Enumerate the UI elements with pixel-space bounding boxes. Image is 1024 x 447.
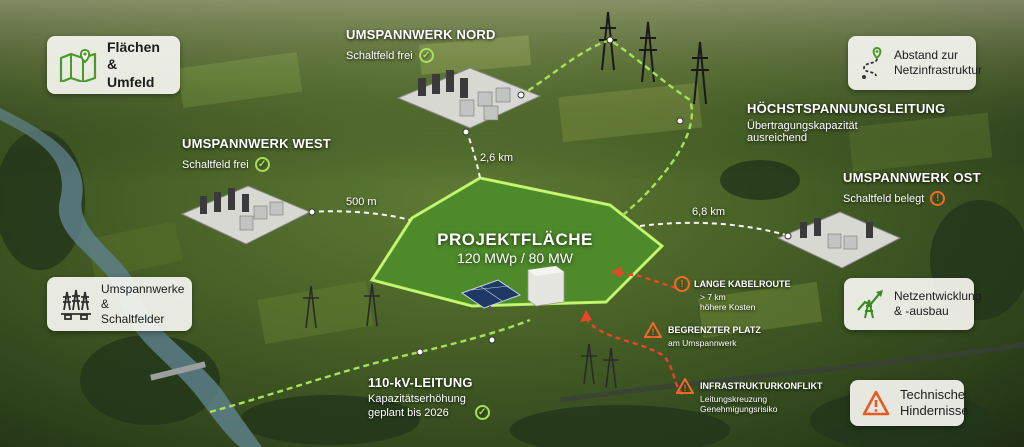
kv110-line2: geplant bis 2026 bbox=[368, 406, 449, 419]
risk-kabelroute-line1: > 7 km bbox=[700, 292, 726, 302]
solar-panel bbox=[460, 279, 522, 314]
substation-nord-title: UMSPANNWERK NORD bbox=[346, 27, 496, 42]
svg-text:!: ! bbox=[652, 327, 655, 337]
substation-ost-label: UMSPANNWERK OST Schaltfeld belegt ! bbox=[843, 170, 981, 206]
hoechstspannung-title: HÖCHSTSPANNUNGSLEITUNG bbox=[747, 101, 946, 116]
risk-platz: ! BEGRENZTER PLATZ am Umspannwerk bbox=[644, 322, 761, 348]
pylons-bottom bbox=[303, 283, 619, 389]
risk-platz-title: BEGRENZTER PLATZ bbox=[668, 325, 761, 335]
substation-icon bbox=[59, 288, 93, 320]
check-icon: ✓ bbox=[418, 48, 434, 63]
substation-nord-label: UMSPANNWERK NORD Schaltfeld frei ✓ bbox=[346, 27, 496, 63]
route-konflikt bbox=[584, 317, 685, 397]
route-west bbox=[309, 210, 411, 221]
card-flaechen-line1: Flächen & bbox=[107, 38, 160, 73]
pylons-top bbox=[599, 11, 709, 105]
route-icon bbox=[860, 46, 886, 80]
card-hindernisse[interactable]: Technische Hindernisse bbox=[850, 380, 969, 426]
card-flaechen-line2: Umfeld bbox=[107, 73, 155, 90]
risk-kabelroute: ! LANGE KABELROUTE > 7 km höhere Kosten bbox=[674, 276, 791, 312]
risk-kabelroute-line2: höhere Kosten bbox=[700, 302, 756, 312]
distance-ost: 6,8 km bbox=[692, 206, 726, 218]
risk-platz-line1: am Umspannwerk bbox=[668, 338, 737, 348]
project-capacity: 120 MWp / 80 MW bbox=[457, 250, 573, 266]
risk-konflikt: ! INFRASTRUKTURKONFLIKT Leitungskreuzung… bbox=[676, 378, 822, 414]
risk-kabelroute-title: LANGE KABELROUTE bbox=[694, 279, 791, 289]
substation-west-label: UMSPANNWERK WEST Schaltfeld frei ✓ bbox=[182, 136, 331, 172]
card-umspannwerke-line2: Schaltfelder bbox=[101, 311, 165, 326]
card-abstand[interactable]: Abstand zur Netzinfrastruktur bbox=[848, 36, 982, 90]
distance-west: 500 m bbox=[346, 196, 377, 208]
card-netzentwicklung-line2: & -ausbau bbox=[894, 304, 949, 318]
substation-west-status: Schaltfeld frei bbox=[182, 158, 249, 171]
warning-circle-icon: ! bbox=[930, 191, 946, 206]
distance-nord: 2,6 km bbox=[480, 152, 514, 164]
warning-triangle-icon: ! bbox=[676, 378, 694, 394]
kv110-title: 110-kV-LEITUNG bbox=[368, 375, 473, 390]
check-icon: ✓ bbox=[474, 405, 490, 420]
risk-konflikt-line1: Leitungskreuzung bbox=[700, 394, 768, 404]
card-netzentwicklung-line1: Netzentwicklung bbox=[894, 289, 982, 303]
card-netzentwicklung[interactable]: Netzentwicklung & -ausbau bbox=[844, 278, 981, 330]
hoechstspannung-line1: Übertragungskapazität bbox=[747, 120, 858, 132]
substation-nord-status: Schaltfeld frei bbox=[346, 49, 413, 62]
risk-konflikt-line2: Genehmigungsrisiko bbox=[700, 404, 778, 414]
hoechstspannung-label: HÖCHSTSPANNUNGSLEITUNG Übertragungskapaz… bbox=[747, 101, 945, 144]
hoechstspannung-line2: ausreichend bbox=[747, 132, 807, 144]
map-pin-icon bbox=[59, 48, 97, 82]
substation-ost[interactable] bbox=[776, 211, 902, 269]
card-abstand-line2: Netzinfrastruktur bbox=[894, 63, 983, 77]
project-title: PROJEKTFLÄCHE bbox=[437, 230, 593, 249]
warning-icon bbox=[862, 390, 890, 416]
inverter-container bbox=[527, 265, 565, 307]
substation-nord[interactable] bbox=[396, 67, 542, 129]
warning-triangle-icon: ! bbox=[644, 322, 662, 338]
kv110-label: 110-kV-LEITUNG Kapazitätserhöhung geplan… bbox=[368, 375, 490, 420]
substation-ost-title: UMSPANNWERK OST bbox=[843, 170, 981, 185]
warning-circle-icon: ! bbox=[674, 276, 690, 292]
kv110-line1: Kapazitätserhöhung bbox=[368, 393, 466, 405]
card-abstand-line1: Abstand zur bbox=[894, 48, 959, 62]
substation-west-title: UMSPANNWERK WEST bbox=[182, 136, 331, 151]
route-110kv bbox=[209, 318, 531, 414]
grid-growth-icon bbox=[856, 288, 886, 320]
card-umspannwerke[interactable]: Umspannwerke & Schaltfelder bbox=[47, 277, 192, 331]
card-flaechen[interactable]: Flächen & Umfeld bbox=[47, 36, 180, 94]
risk-konflikt-title: INFRASTRUKTURKONFLIKT bbox=[700, 381, 823, 391]
card-hindernisse-line1: Technische bbox=[900, 386, 966, 402]
card-hindernisse-line2: Hindernisse bbox=[900, 403, 969, 418]
route-ost bbox=[639, 221, 791, 237]
route-hoechstspannung bbox=[519, 38, 694, 217]
substation-ost-status: Schaltfeld belegt bbox=[843, 192, 925, 205]
substation-west[interactable] bbox=[180, 185, 312, 245]
svg-text:!: ! bbox=[684, 383, 687, 393]
card-umspannwerke-line1: Umspannwerke & bbox=[101, 281, 185, 311]
check-icon: ✓ bbox=[254, 157, 270, 172]
